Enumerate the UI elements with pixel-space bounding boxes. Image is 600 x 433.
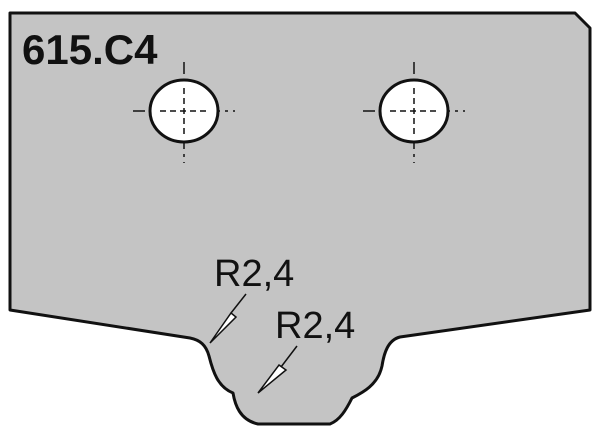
leader-line bbox=[280, 345, 298, 368]
mounting-hole-left bbox=[133, 62, 235, 163]
leader-arrow bbox=[209, 311, 238, 344]
mounting-hole-right bbox=[363, 62, 465, 163]
leader-line bbox=[230, 293, 247, 314]
radius-label: R2,4 bbox=[214, 253, 294, 295]
radius-annotation-upper: R2,4 bbox=[209, 253, 294, 344]
cutter-plate-outline bbox=[8, 11, 592, 426]
radius-label: R2,4 bbox=[275, 305, 355, 347]
part-code: 615.C4 bbox=[22, 26, 158, 73]
leader-arrow bbox=[257, 363, 288, 394]
radius-annotation-lower: R2,4 bbox=[257, 305, 355, 394]
